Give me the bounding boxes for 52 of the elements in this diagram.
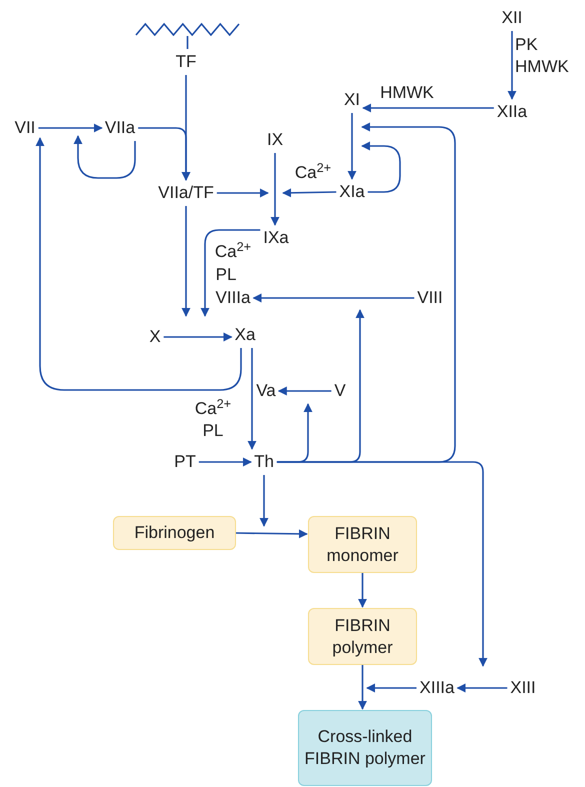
arrow (366, 684, 417, 692)
factor-label: Th (254, 452, 274, 472)
arrow (282, 188, 336, 198)
product-box: Cross-linked FIBRIN polymer (298, 710, 432, 786)
arrow (358, 573, 367, 608)
factor-label: XI (344, 90, 360, 110)
arrow (236, 529, 308, 538)
arrow (278, 386, 332, 396)
factor-label: Va (256, 381, 276, 401)
arrow (164, 332, 232, 342)
arrow (36, 137, 242, 391)
arrow (362, 104, 494, 112)
product-box: Fibrinogen (113, 516, 236, 550)
arrow (456, 684, 508, 692)
factor-label: V (334, 381, 346, 401)
arrow (270, 153, 280, 226)
factor-label: TF (176, 52, 196, 72)
arrow (276, 461, 488, 667)
arrow (138, 127, 190, 181)
factor-label: XIIa (496, 102, 528, 122)
arrow (216, 188, 269, 198)
factor-label: PT (174, 452, 196, 472)
arrow (74, 135, 136, 179)
arrow (252, 294, 414, 302)
factor-label: XIII (510, 678, 536, 698)
arrow (38, 124, 103, 132)
membrane-drawing (135, 22, 240, 36)
factor-label: X (149, 327, 161, 347)
factor-label: IXa (263, 228, 289, 248)
factor-label: VIIa/TF (158, 183, 214, 203)
arrow (182, 206, 190, 317)
arrow (508, 31, 516, 100)
arrow (260, 475, 268, 527)
factor-label: VIIa (104, 118, 136, 138)
cofactor-label: Ca$^{2+}$ (214, 242, 252, 262)
arrow (248, 348, 256, 450)
arrow (200, 229, 260, 317)
arrow (198, 458, 252, 466)
factor-label: VIIIa (216, 288, 250, 308)
factor-label: XIIIa (420, 678, 454, 698)
product-box: FIBRIN polymer (308, 608, 417, 665)
factor-label: VIII (417, 288, 443, 308)
arrow (348, 113, 356, 180)
factor-label: XIa (339, 182, 365, 202)
product-box: FIBRIN monomer (308, 516, 417, 573)
cofactor-label: PL (216, 265, 236, 285)
factor-label: IX (266, 130, 284, 150)
arrow (358, 665, 367, 710)
factor-label: VII (14, 118, 36, 138)
arrow (361, 142, 401, 193)
factor-label: XII (502, 8, 522, 28)
factor-label: Xa (234, 325, 256, 345)
